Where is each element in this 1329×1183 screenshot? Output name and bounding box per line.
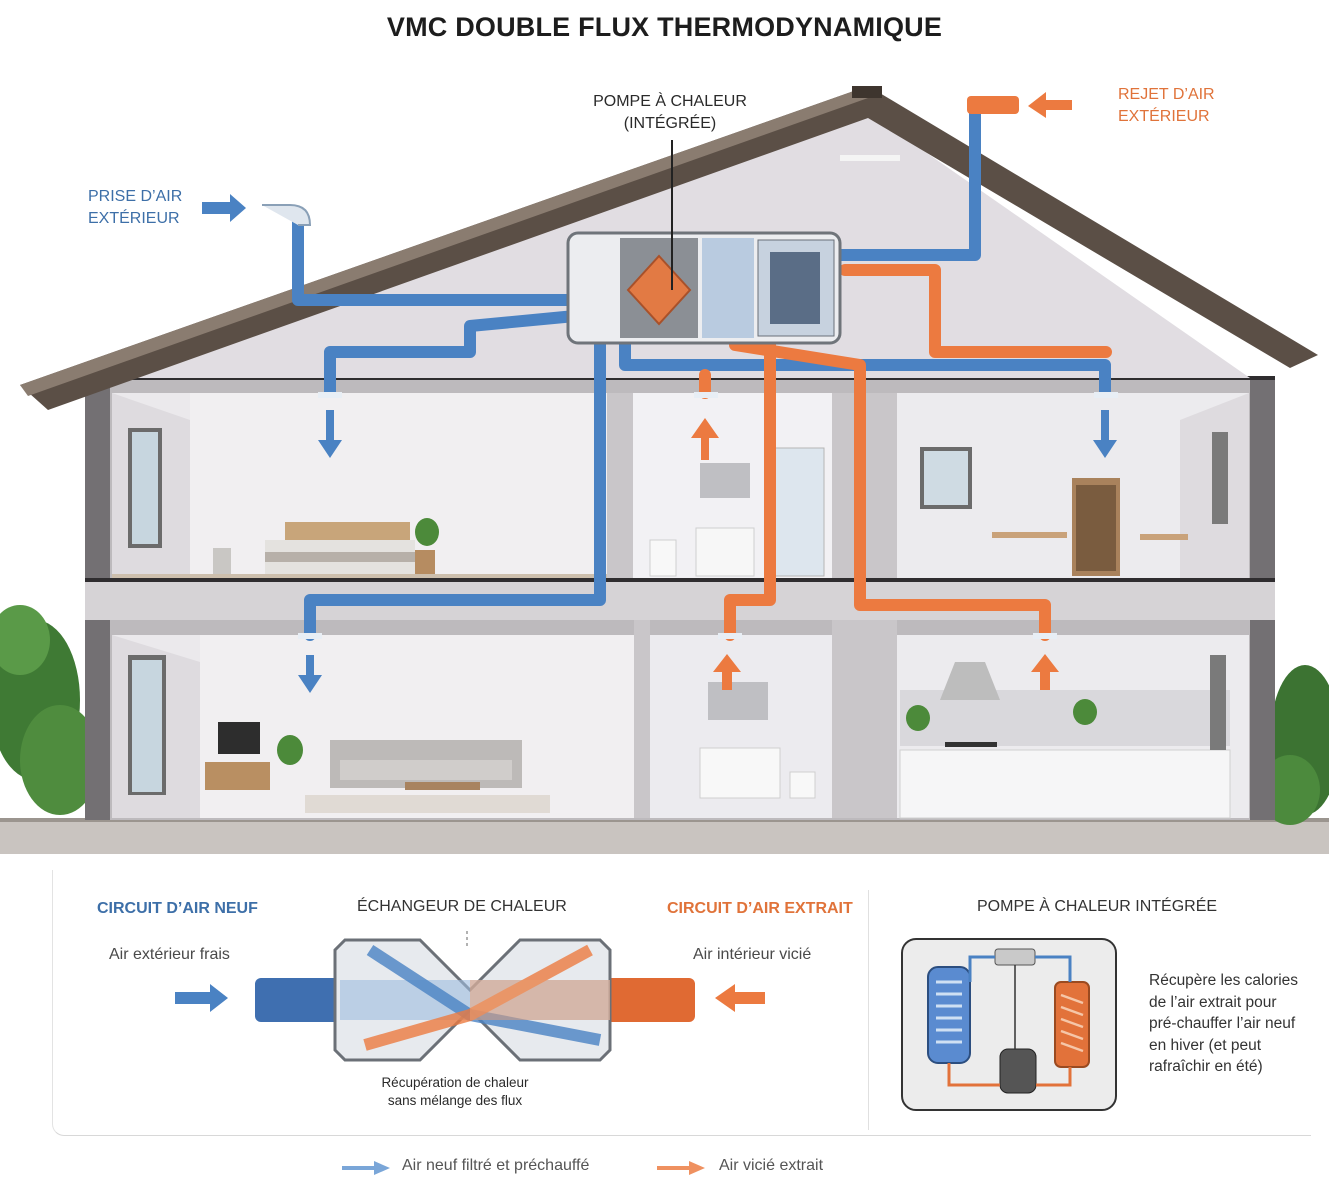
heat-pump-label: POMPE À CHALEUR(INTÉGRÉE) bbox=[593, 93, 747, 132]
ground bbox=[0, 818, 1329, 854]
fresh-circuit-subtitle: Air extérieur frais bbox=[109, 946, 230, 963]
exchanger-housing bbox=[333, 938, 612, 1062]
vmc-unit bbox=[566, 231, 842, 345]
panel-divider bbox=[868, 890, 869, 1130]
heat-pump-panel-title: POMPE À CHALEUR INTÉGRÉE bbox=[977, 898, 1218, 915]
room-bathroom-upper bbox=[620, 393, 833, 578]
supply-arrows bbox=[202, 194, 1117, 693]
legend-stale-label: Air vicié extrait bbox=[719, 1157, 824, 1174]
room-kitchen bbox=[897, 635, 1249, 819]
legend-fresh-label: Air neuf filtré et préchauffé bbox=[402, 1157, 590, 1174]
room-living bbox=[112, 635, 634, 818]
fresh-circuit-title: CIRCUIT D’AIR NEUF bbox=[97, 900, 258, 917]
compressor bbox=[999, 1048, 1037, 1094]
extract-arrows bbox=[691, 92, 1072, 690]
exchanger-illustration bbox=[175, 930, 765, 1062]
intake-elbow bbox=[262, 204, 312, 226]
diffusers bbox=[298, 392, 1118, 639]
exchanger-caption: Récupération de chaleur sans mélange des… bbox=[381, 1075, 529, 1108]
evaporator-coil bbox=[927, 966, 971, 1064]
explanation-panel bbox=[52, 870, 1311, 1136]
room-office bbox=[897, 393, 1249, 578]
heat-pump-description: Récupère les calories de l’air extrait p… bbox=[1149, 972, 1299, 1075]
legend-fresh-arrow bbox=[342, 1161, 390, 1175]
expansion-valve bbox=[994, 948, 1036, 966]
room-bedroom bbox=[112, 393, 607, 578]
page-title: VMC DOUBLE FLUX THERMODYNAMIQUE bbox=[386, 12, 943, 42]
tree-left bbox=[0, 605, 100, 815]
stale-air-ducts bbox=[699, 96, 1112, 641]
stale-circuit-title: CIRCUIT D’AIR EXTRAIT bbox=[667, 900, 853, 917]
stale-inlet-arrow bbox=[715, 984, 765, 1012]
legend-stale-arrow bbox=[657, 1161, 705, 1175]
fresh-pipe bbox=[255, 978, 350, 1022]
room-bathroom-lower bbox=[650, 635, 832, 818]
stale-pipe bbox=[600, 978, 695, 1022]
condenser-coil bbox=[1054, 981, 1090, 1068]
house-cutaway bbox=[0, 86, 1329, 854]
stale-circuit-subtitle: Air intérieur vicié bbox=[693, 946, 812, 963]
fresh-inlet-arrow bbox=[175, 984, 228, 1012]
heat-pump-illustration bbox=[901, 938, 1117, 1111]
exhaust-outlet bbox=[967, 96, 1019, 114]
skylight bbox=[840, 155, 900, 161]
exchanger-title: ÉCHANGEUR DE CHALEUR bbox=[357, 898, 567, 915]
